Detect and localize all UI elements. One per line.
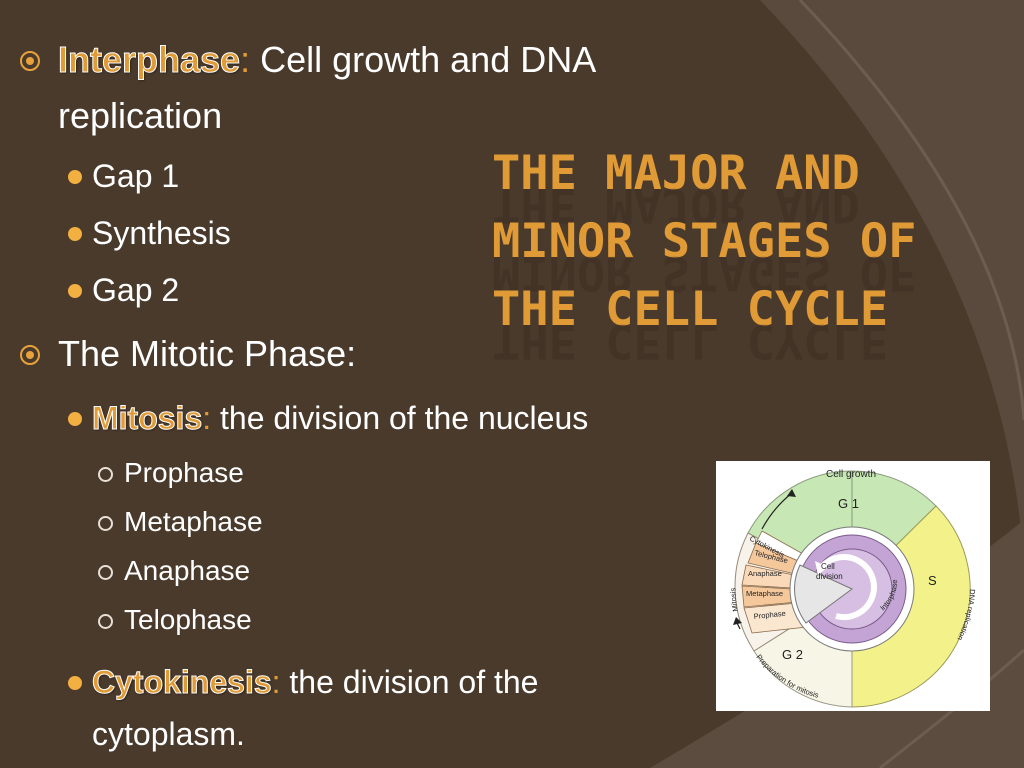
interphase-description: Cell growth and DNA <box>250 39 597 80</box>
cytokinesis-description: the division of the <box>280 664 539 700</box>
label-g1: G 1 <box>838 496 859 511</box>
target-bullet-icon <box>20 51 40 71</box>
label-division: division <box>816 572 843 581</box>
interphase-description-line-2: replication <box>58 95 223 136</box>
mitosis-description: the division of the nucleus <box>211 400 589 436</box>
title-line-3: the Cell Cycle the Cell Cycle <box>492 276 972 368</box>
ring-bullet-icon <box>98 467 113 482</box>
label-mitosis: Mitosis <box>728 588 739 613</box>
bullet-mitotic-phase: The Mitotic Phase: <box>20 332 356 376</box>
list-item-anaphase: Anaphase <box>98 554 250 588</box>
list-item-gap-1: Gap 1 <box>68 156 179 196</box>
label-anaphase: Anaphase <box>748 569 782 578</box>
background-swoosh-top <box>760 0 1024 560</box>
dot-bullet-icon <box>68 227 82 241</box>
title-line-2: Minor Stages of Minor Stages of <box>492 208 972 300</box>
label-metaphase: Metaphase <box>746 589 783 598</box>
dot-bullet-icon <box>68 284 82 298</box>
dot-bullet-icon <box>68 676 82 690</box>
label-s: S <box>928 573 937 588</box>
ring-bullet-icon <box>98 516 113 531</box>
cell-cycle-diagram: Cell growth G 1 S G 2 Cell division Cyto… <box>728 469 977 708</box>
list-item-prophase: Prophase <box>98 456 244 490</box>
slide-title: The Major and The Major and Minor Stages… <box>492 140 972 368</box>
mitosis-term: Mitosis <box>91 400 203 437</box>
list-item-telophase: Telophase <box>98 603 252 637</box>
interphase-arrow <box>817 554 877 621</box>
ring-bullet-icon <box>98 614 113 629</box>
dot-bullet-icon <box>68 170 82 184</box>
cytokinesis-term: Cytokinesis <box>92 664 273 701</box>
label-prophase: Prophase <box>753 609 786 621</box>
list-item-cytokinesis: Cytokinesis: the division of the <box>68 662 712 702</box>
label-cell-growth: Cell growth <box>826 469 876 480</box>
list-item-synthesis: Synthesis <box>68 213 231 253</box>
list-item-gap-2: Gap 2 <box>68 270 179 310</box>
ring-bullet-icon <box>98 565 113 580</box>
interphase-term: Interphase <box>57 39 241 81</box>
arrowhead-icon <box>733 617 742 625</box>
label-cell: Cell <box>821 562 835 571</box>
cell-cycle-figure: Cell growth G 1 S G 2 Cell division Cyto… <box>716 461 990 711</box>
background-arc <box>798 0 1024 421</box>
target-bullet-icon <box>20 345 40 365</box>
title-line-1: The Major and The Major and <box>492 140 972 232</box>
list-item-mitosis: Mitosis: the division of the nucleus <box>68 398 752 438</box>
bullet-interphase: Interphase: Cell growth and DNA <box>20 38 758 82</box>
label-g2: G 2 <box>782 647 803 662</box>
arrowhead-icon <box>787 489 796 497</box>
list-item-metaphase: Metaphase <box>98 505 263 539</box>
cytokinesis-description-line-2: cytoplasm. <box>92 716 245 752</box>
cell-division-wedge <box>794 564 853 624</box>
dot-bullet-icon <box>68 412 82 426</box>
arrowhead-icon <box>815 561 828 575</box>
